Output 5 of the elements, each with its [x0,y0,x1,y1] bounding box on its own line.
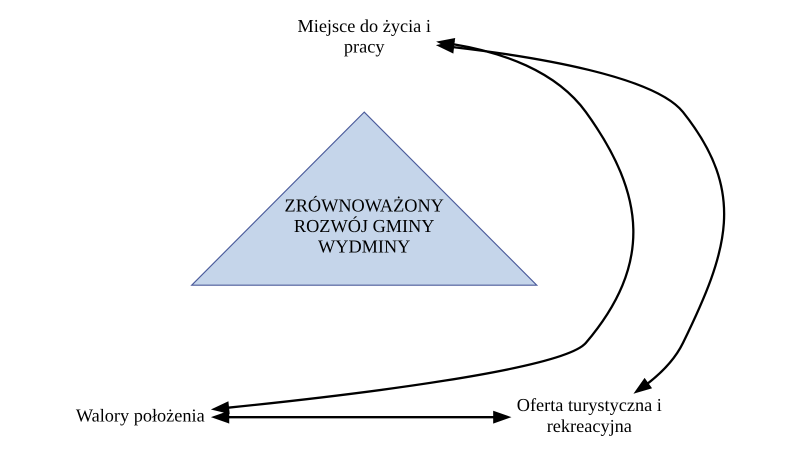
node-text: Miejsce do życia i pracy [297,16,430,56]
arrow [210,410,511,424]
arrow [435,40,724,394]
node-text: Walory położenia [75,406,204,426]
node-text: Oferta turystyczna i rekreacyjna [516,395,662,436]
